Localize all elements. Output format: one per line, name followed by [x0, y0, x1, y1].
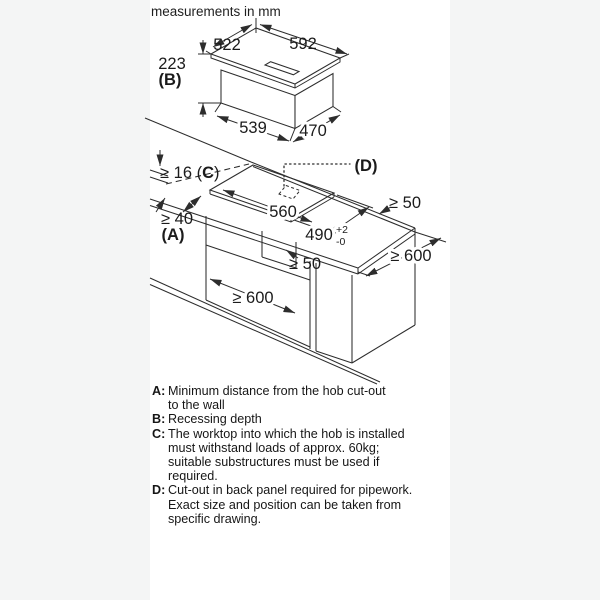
wall-distance-letter: (A) [162, 226, 185, 244]
dim-539-label: 539 [239, 119, 267, 137]
pipework-cutout-dashed [278, 184, 301, 200]
legend-item-B: B: Recessing depth [152, 412, 447, 426]
wall-edge [144, 117, 252, 163]
legend-text-line: Recessing depth [168, 412, 262, 427]
dim-592-line [259, 24, 348, 55]
hob-top-plate-thickness [210, 54, 341, 89]
hob-vent-slot [263, 61, 301, 76]
thickness-arrow-up [155, 197, 166, 213]
back-clearance-arrow [378, 205, 392, 215]
cabinet-width-label: ≥ 600 [232, 289, 273, 307]
worktop-cutout-inner-thickness [209, 190, 335, 223]
cabinet [149, 216, 416, 385]
left-gray-margin [0, 0, 150, 600]
dim-B-letter: (B) [159, 71, 182, 89]
pipework-leader-dotted [283, 163, 351, 187]
worktop-installation-view: ≥ 16 (C) ≥ 40 (A) (D) 560 490 +2 -0 ≥ 50… [144, 117, 447, 385]
back-clearance-label: ≥ 50 [389, 194, 421, 212]
legend: A: Minimum distance from the hob cut-out… [152, 384, 447, 526]
legend-text-line: Exact size and position can be taken fro… [168, 497, 402, 512]
legend-text-line: specific drawing. [168, 511, 262, 526]
cabinet-back-rail [205, 244, 311, 281]
cabinet-right-door [315, 275, 353, 364]
wall-junction-hidden-edge [165, 163, 250, 185]
legend-text-line: Cut-out in back panel required for pipew… [168, 483, 413, 498]
cabinet-base-front-edge [205, 299, 311, 348]
dim-522-label: 522 [213, 36, 241, 54]
hob-chassis-right-face [294, 72, 334, 130]
thickness-label: ≥ 16 (C) [160, 164, 220, 182]
dim-592-ext [339, 53, 350, 59]
legend-label-A: A: [152, 384, 166, 398]
dim-470-ext [332, 106, 342, 113]
legend-item-D: D: Cut-out in back panel required for pi… [152, 483, 447, 526]
floor-line [149, 277, 381, 385]
legend-label-C: C: [152, 426, 166, 441]
dim-490-ext [293, 194, 374, 234]
cabinet-width-line [209, 278, 296, 314]
dim-592-label: 592 [289, 35, 317, 53]
legend-text-line: suitable substructures must be used if [168, 455, 380, 470]
dim-470-line [292, 114, 341, 143]
legend-text-line: must withstand loads of approx. 60kg; [168, 440, 380, 455]
hob-isometric-view: 522 592 223 (B) 539 470 [158, 18, 350, 143]
pipework-label: (D) [355, 157, 378, 175]
legend-text-line: to the wall [168, 398, 225, 413]
legend-item-C: C: The worktop into which the hob is ins… [152, 427, 447, 484]
dim-490-tol-plus: +2 [336, 224, 348, 236]
wall-distance-arrow [182, 195, 202, 213]
dim-560-line [222, 189, 313, 223]
legend-label-D: D: [152, 483, 166, 498]
dim-560-label: 560 [269, 203, 297, 221]
dim-539-line [216, 115, 290, 142]
cabinet-divider [309, 261, 317, 351]
legend-label-B: B: [152, 412, 166, 427]
legend-text-line: The worktop into which the hob is instal… [168, 426, 405, 441]
dim-522-line [212, 24, 253, 48]
front-clearance-arrow [285, 249, 299, 260]
legend-text-line: required. [168, 469, 218, 484]
dim-490-label: 490 [305, 226, 333, 244]
worktop-back-edge-left-stub [149, 169, 169, 184]
wall-distance-label: ≥ 40 [161, 210, 193, 228]
page-title: measurements in mm [151, 4, 281, 19]
legend-item-A: A: Minimum distance from the hob cut-out… [152, 384, 447, 412]
dim-223-ext [198, 53, 221, 104]
worktop-depth-line [365, 237, 442, 277]
dim-223-label: 223 [158, 55, 186, 73]
worktop-back-edge [250, 161, 416, 233]
legend-text-line: Minimum distance from the hob cut-out [168, 384, 386, 398]
worktop-depth-label: ≥ 600 [390, 247, 431, 265]
dim-490-line [326, 206, 370, 237]
right-gray-margin [450, 0, 600, 600]
dim-490-tol-minus: -0 [336, 236, 345, 248]
dim-470-label: 470 [299, 122, 327, 140]
front-clearance-label: ≥ 50 [289, 255, 321, 273]
